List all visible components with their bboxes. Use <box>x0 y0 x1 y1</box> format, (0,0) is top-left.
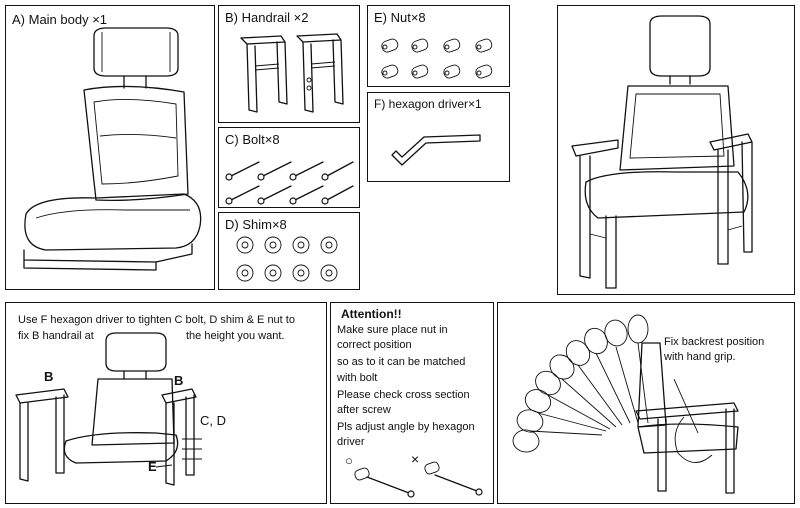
nuts-illustration <box>381 38 493 79</box>
part-label-driver: F) hexagon driver×1 <box>374 97 482 111</box>
recline-note-line2: with hand grip. <box>664 351 736 363</box>
part-label-shim: D) Shim×8 <box>225 217 287 232</box>
panel-handrail: B) Handrail ×2 <box>218 5 360 123</box>
attention-line-4: with bolt <box>337 372 378 384</box>
assembly-instruction-line2a: fix B handrail at <box>18 330 94 342</box>
part-label-main-body: A) Main body ×1 <box>12 12 108 27</box>
attention-line-5: Please check cross section <box>337 389 470 401</box>
shims-illustration <box>236 236 338 282</box>
assembly-exploded-illustration <box>15 332 202 486</box>
panel-nut: E) Nut×8 <box>367 5 510 87</box>
panel-assembly-instruction: Use F hexagon driver to tighten C bolt, … <box>5 302 327 504</box>
attention-line-2: correct position <box>337 339 412 351</box>
panel-main-body: A) Main body ×1 <box>5 5 215 290</box>
panel-recline-adjust: Fix backrest position with hand grip. <box>497 302 795 504</box>
handrail-illustration <box>240 33 344 113</box>
recline-note-line1: Fix backrest position <box>664 336 765 348</box>
bolts-illustration <box>225 161 354 205</box>
callout-b-right: B <box>174 373 184 388</box>
assembly-instruction-line1: Use F hexagon driver to tighten C bolt, … <box>18 314 295 326</box>
assembled-chair-illustration <box>571 15 753 289</box>
attention-line-1: Make sure place nut in <box>337 324 448 336</box>
callout-e: E <box>148 459 157 474</box>
attention-line-7: Pls adjust angle by hexagon <box>337 421 475 433</box>
part-label-bolt: C) Bolt×8 <box>225 132 280 147</box>
attention-line-8: driver <box>337 436 365 448</box>
panel-assembled-chair <box>557 5 795 295</box>
attention-line-6: after screw <box>337 404 391 416</box>
attention-title: Attention!! <box>341 307 402 321</box>
panel-hexagon-driver: F) hexagon driver×1 <box>367 92 510 182</box>
panel-shim: D) Shim×8 <box>218 212 360 290</box>
main-body-chair-illustration <box>23 27 202 271</box>
recline-positions-illustration <box>512 314 739 494</box>
hexagon-driver-illustration <box>391 134 481 166</box>
part-label-nut: E) Nut×8 <box>374 10 426 25</box>
mark-correct: ○ <box>345 453 353 468</box>
part-label-handrail: B) Handrail ×2 <box>225 10 309 25</box>
panel-bolt: C) Bolt×8 <box>218 127 360 208</box>
nut-bolt-cross-section-illustration <box>354 461 483 498</box>
attention-line-3: so as to it can be matched <box>337 356 466 368</box>
callout-c-d: C, D <box>200 413 226 428</box>
callout-b-left: B <box>44 369 54 384</box>
mark-incorrect: × <box>411 451 420 467</box>
panel-attention: Attention!! Make sure place nut in corre… <box>330 302 494 504</box>
assembly-instruction-line2b: the height you want. <box>186 330 285 342</box>
